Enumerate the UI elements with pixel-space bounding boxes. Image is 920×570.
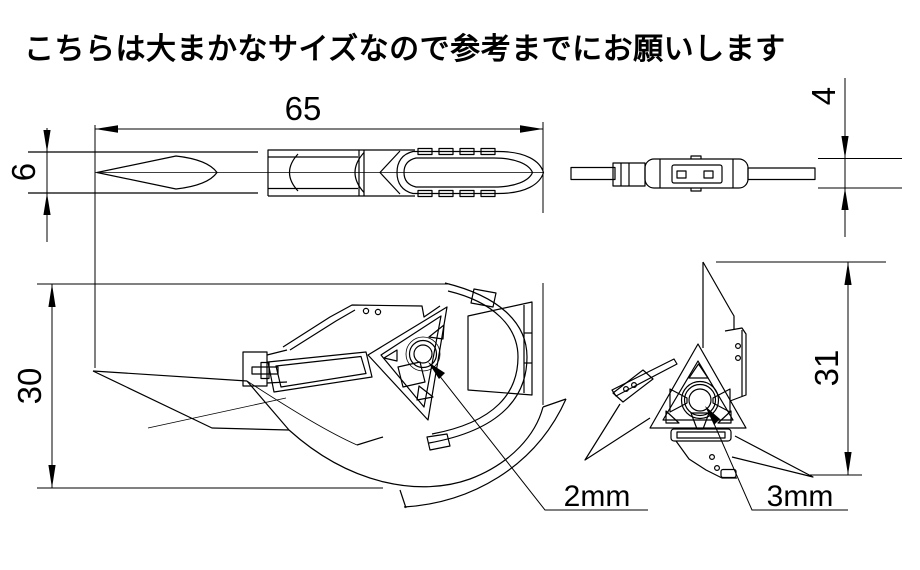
callout-front-hole-label: 3mm xyxy=(767,480,834,513)
dim-thickness: 4 xyxy=(805,78,902,237)
hilt-side-view xyxy=(92,282,567,509)
callout-side-hole: 2mm xyxy=(428,362,648,513)
dim-blade-width: 6 xyxy=(5,128,51,242)
hilt-front-view xyxy=(584,261,814,479)
dim-hilt-height-front: 31 xyxy=(716,261,886,476)
callout-front-hole: 3mm xyxy=(705,406,848,513)
leader-2mm xyxy=(430,364,648,511)
note-title: こちらは大まかなサイズなので参考までにお願いします xyxy=(24,32,786,67)
dim-thickness-label: 4 xyxy=(805,87,842,105)
dim-hilt-height-side-label: 30 xyxy=(11,368,48,405)
dim-blade-width-label: 6 xyxy=(5,163,42,181)
dim-overall-length: 65 xyxy=(94,90,544,368)
dim-hilt-height-side: 30 xyxy=(11,283,450,489)
grip-ticks xyxy=(417,147,496,198)
blade-edge-view xyxy=(570,155,816,192)
leader-3mm xyxy=(707,409,848,511)
callout-side-hole-label: 2mm xyxy=(564,480,631,513)
dim-overall-length-label: 65 xyxy=(285,90,322,127)
dim-hilt-height-front-label: 31 xyxy=(808,350,845,387)
blade-top-view xyxy=(28,147,545,198)
